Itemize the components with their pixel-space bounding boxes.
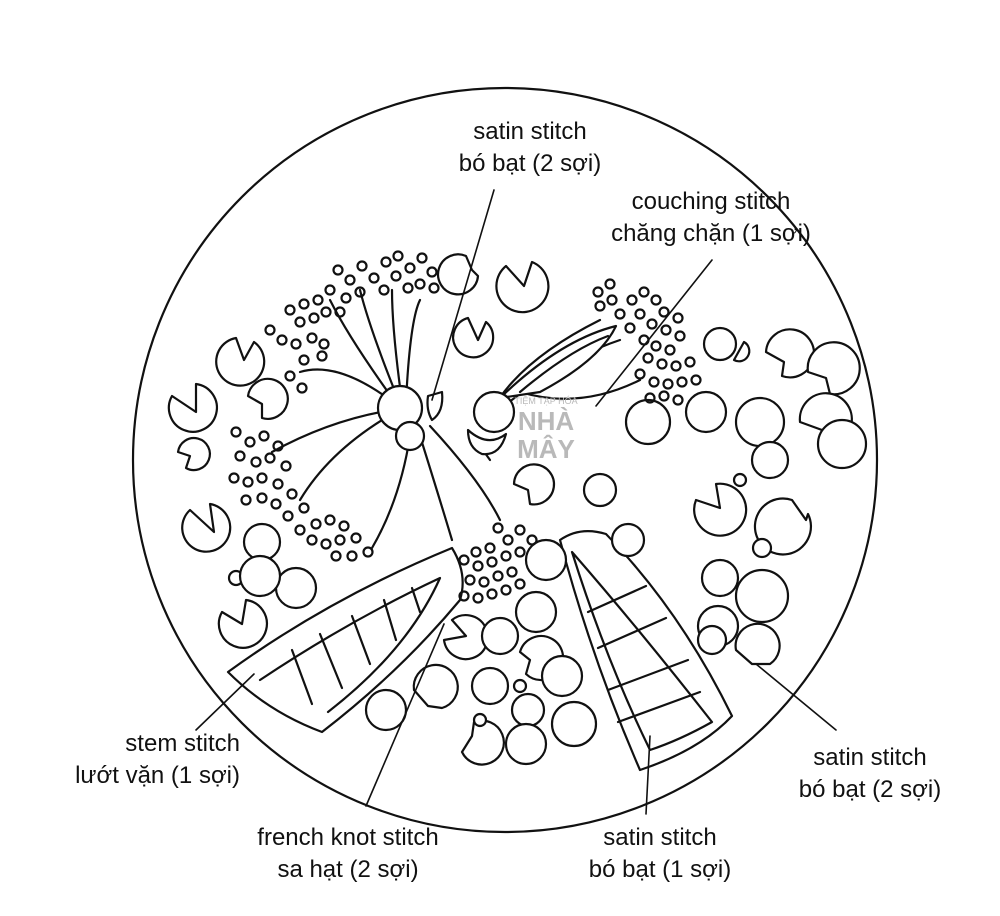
label-stem-stitch: stem stitch lướt vặn (1 sợi): [40, 728, 240, 792]
right-boat: [558, 529, 734, 772]
label-french-knot-stitch: french knot stitch sa hạt (2 sợi): [230, 822, 466, 886]
hoop-circle: [131, 86, 879, 834]
label-satin-stitch-right: satin stitch bó bạt (2 sợi): [770, 742, 970, 806]
leader-lines: [195, 189, 837, 815]
watermark-line-1: TIỆM TẠP HÓA: [514, 396, 578, 406]
lotus-flowers: [376, 384, 516, 456]
label-satin-stitch-top: satin stitch bó bạt (2 sợi): [430, 116, 630, 180]
label-satin-bottom-line1: satin stitch: [603, 824, 717, 851]
left-boat: [226, 546, 464, 734]
label-satin-top-line1: satin stitch: [473, 118, 587, 145]
label-satin-top-line2: bó bạt (2 sợi): [458, 150, 602, 177]
label-couching-line2: chăng chặn (1 sợi): [611, 220, 811, 247]
watermark-line-3: MÂY: [517, 434, 575, 464]
lily-pads: [167, 253, 868, 766]
lotus-bud: [498, 324, 618, 400]
label-satin-right-line2: bó bạt (2 sợi): [798, 776, 942, 803]
label-couching-line1: couching stitch: [631, 188, 791, 215]
watermark: TIỆM TẠP HÓA NHÀ MÂY: [506, 396, 586, 463]
seed-knots: [228, 250, 702, 604]
watermark-line-2: NHÀ: [517, 406, 575, 436]
label-french-knot-line2: sa hạt (2 sợi): [277, 856, 419, 883]
label-satin-right-line1: satin stitch: [813, 744, 927, 771]
label-satin-bottom-line2: bó bạt (1 sợi): [588, 856, 732, 883]
label-stem-line1: stem stitch: [125, 730, 240, 757]
label-french-knot-line1: french knot stitch: [257, 824, 439, 851]
label-couching-stitch: couching stitch chăng chặn (1 sợi): [586, 186, 836, 250]
label-stem-line2: lướt vặn (1 sợi): [75, 762, 240, 789]
label-satin-stitch-bottom: satin stitch bó bạt (1 sợi): [560, 822, 760, 886]
